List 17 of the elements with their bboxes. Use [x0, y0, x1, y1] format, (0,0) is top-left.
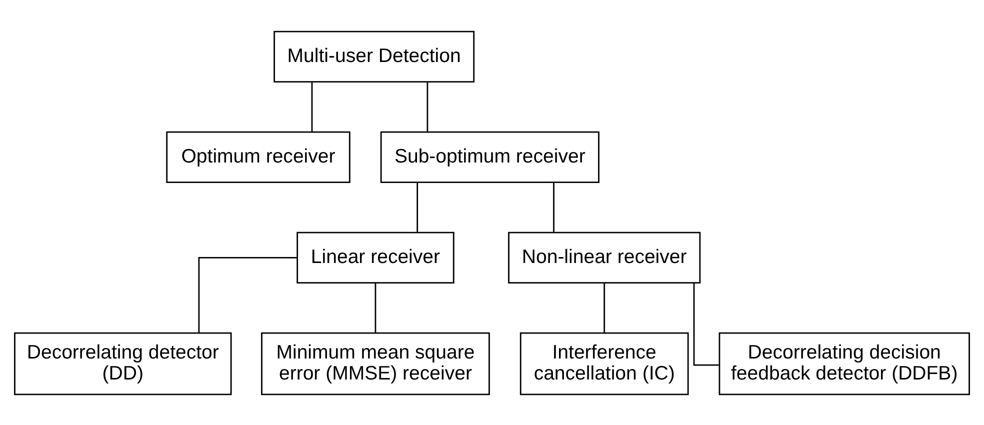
connector: [416, 182, 418, 232]
connector: [374, 282, 376, 332]
node-box: Minimum mean square error (MMSE) receiver: [261, 332, 490, 395]
node-box: Optimum receiver: [166, 130, 350, 182]
node-box: Interference cancellation (IC): [520, 332, 689, 395]
node-box: Multi-user Detection: [274, 30, 475, 82]
connector: [198, 256, 298, 332]
node-box: Non-linear receiver: [508, 231, 701, 283]
node-box: Decorrelating decision feedback detector (DDFB): [718, 332, 970, 395]
connector: [693, 282, 719, 366]
connector: [604, 282, 606, 332]
node-box: Linear receiver: [296, 231, 454, 283]
node-box: Sub-optimum receiver: [380, 130, 600, 182]
connector: [553, 182, 554, 232]
node-box: Decorrelating detector (DD): [14, 332, 232, 395]
connector: [426, 82, 428, 131]
connector: [311, 82, 313, 131]
